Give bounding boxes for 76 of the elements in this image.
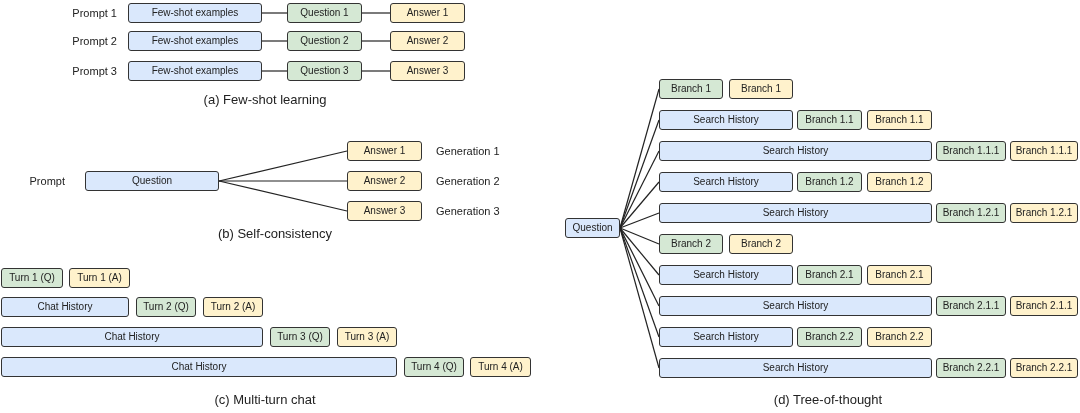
history-box: Search History <box>659 110 793 130</box>
question-box: Branch 1.2 <box>797 172 862 192</box>
question-box: Question <box>565 218 620 238</box>
answer-box: Answer 2 <box>347 171 422 191</box>
answer-box: Branch 1 <box>729 79 793 99</box>
connector-line <box>619 227 660 245</box>
history-box: Chat History <box>1 357 397 377</box>
connector-line <box>218 180 348 182</box>
side-label: Prompt <box>29 174 65 188</box>
question-box: Turn 1 (Q) <box>1 268 63 288</box>
answer-box: Branch 2.1.1 <box>1010 296 1078 316</box>
history-box: Search History <box>659 265 793 285</box>
connector-line <box>619 227 660 276</box>
examples-box: Few-shot examples <box>128 31 262 51</box>
question-box: Branch 1.1 <box>797 110 862 130</box>
question-box: Branch 2.2 <box>797 327 862 347</box>
question-box: Branch 1.1.1 <box>936 141 1006 161</box>
question-box: Question <box>85 171 219 191</box>
connector-line <box>619 181 660 229</box>
answer-box: Branch 2.2 <box>867 327 932 347</box>
examples-box: Few-shot examples <box>128 61 262 81</box>
answer-box: Branch 1.2 <box>867 172 932 192</box>
history-box: Search History <box>659 172 793 192</box>
question-box: Turn 3 (Q) <box>270 327 330 347</box>
answer-box: Branch 1.1.1 <box>1010 141 1078 161</box>
history-box: Search History <box>659 296 932 316</box>
panel-caption: (b) Self-consistency <box>217 226 333 242</box>
connector-line <box>261 12 288 14</box>
history-box: Chat History <box>1 327 263 347</box>
answer-box: Answer 3 <box>390 61 465 81</box>
answer-box: Branch 2.2.1 <box>1010 358 1078 378</box>
question-box: Turn 2 (Q) <box>136 297 196 317</box>
question-box: Question 2 <box>287 31 362 51</box>
question-box: Branch 1.2.1 <box>936 203 1006 223</box>
panel-caption: (d) Tree-of-thought <box>773 392 883 408</box>
side-label: Generation 1 <box>436 144 500 158</box>
history-box: Search History <box>659 327 793 347</box>
examples-box: Few-shot examples <box>128 3 262 23</box>
panel-caption: (a) Few-shot learning <box>203 92 327 108</box>
answer-box: Branch 1.2.1 <box>1010 203 1078 223</box>
answer-box: Branch 1.1 <box>867 110 932 130</box>
history-box: Search History <box>659 203 932 223</box>
question-box: Branch 1 <box>659 79 723 99</box>
answer-box: Turn 4 (A) <box>470 357 531 377</box>
panel-caption: (c) Multi-turn chat <box>214 392 316 408</box>
history-box: Chat History <box>1 297 129 317</box>
connector-line <box>361 12 391 14</box>
connector-line <box>261 70 288 72</box>
question-box: Question 1 <box>287 3 362 23</box>
side-label: Prompt 3 <box>72 64 117 78</box>
answer-box: Branch 2.1 <box>867 265 932 285</box>
answer-box: Answer 3 <box>347 201 422 221</box>
history-box: Search History <box>659 358 932 378</box>
question-box: Branch 2.2.1 <box>936 358 1006 378</box>
history-box: Search History <box>659 141 932 161</box>
question-box: Branch 2.1 <box>797 265 862 285</box>
question-box: Branch 2.1.1 <box>936 296 1006 316</box>
answer-box: Answer 2 <box>390 31 465 51</box>
question-box: Question 3 <box>287 61 362 81</box>
answer-box: Branch 2 <box>729 234 793 254</box>
answer-box: Turn 2 (A) <box>203 297 263 317</box>
connector-line <box>261 40 288 42</box>
answer-box: Turn 3 (A) <box>337 327 397 347</box>
connector-line <box>619 212 660 229</box>
answer-box: Answer 1 <box>390 3 465 23</box>
side-label: Generation 3 <box>436 204 500 218</box>
connector-line <box>218 180 348 212</box>
answer-box: Answer 1 <box>347 141 422 161</box>
question-box: Branch 2 <box>659 234 723 254</box>
side-label: Generation 2 <box>436 174 500 188</box>
question-box: Turn 4 (Q) <box>404 357 464 377</box>
answer-box: Turn 1 (A) <box>69 268 130 288</box>
connector-line <box>361 70 391 72</box>
side-label: Prompt 2 <box>72 34 117 48</box>
connector-line <box>361 40 391 42</box>
side-label: Prompt 1 <box>72 6 117 20</box>
